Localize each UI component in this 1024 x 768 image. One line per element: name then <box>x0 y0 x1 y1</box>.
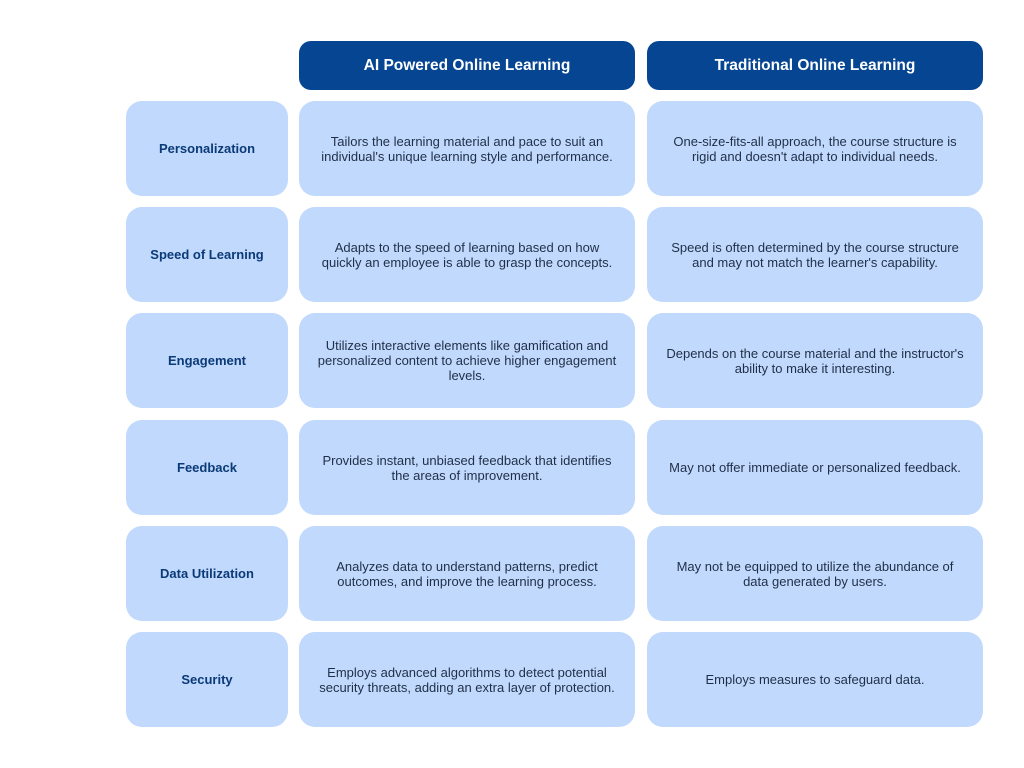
traditional-cell-security: Employs measures to safeguard data. <box>647 632 983 727</box>
ai-cell-feedback: Provides instant, unbiased feedback that… <box>299 420 635 515</box>
row-label-feedback: Feedback <box>126 420 288 515</box>
row-label-security: Security <box>126 632 288 727</box>
row-label-speed-of-learning: Speed of Learning <box>126 207 288 302</box>
ai-cell-data-utilization: Analyzes data to understand patterns, pr… <box>299 526 635 621</box>
column-header-ai: AI Powered Online Learning <box>299 41 635 90</box>
ai-cell-security: Employs advanced algorithms to detect po… <box>299 632 635 727</box>
traditional-cell-data-utilization: May not be equipped to utilize the abund… <box>647 526 983 621</box>
row-label-engagement: Engagement <box>126 313 288 408</box>
traditional-cell-feedback: May not offer immediate or personalized … <box>647 420 983 515</box>
traditional-cell-personalization: One-size-fits-all approach, the course s… <box>647 101 983 196</box>
column-header-traditional: Traditional Online Learning <box>647 41 983 90</box>
ai-cell-personalization: Tailors the learning material and pace t… <box>299 101 635 196</box>
row-label-data-utilization: Data Utilization <box>126 526 288 621</box>
ai-cell-engagement: Utilizes interactive elements like gamif… <box>299 313 635 408</box>
row-label-personalization: Personalization <box>126 101 288 196</box>
traditional-cell-speed-of-learning: Speed is often determined by the course … <box>647 207 983 302</box>
ai-cell-speed-of-learning: Adapts to the speed of learning based on… <box>299 207 635 302</box>
traditional-cell-engagement: Depends on the course material and the i… <box>647 313 983 408</box>
